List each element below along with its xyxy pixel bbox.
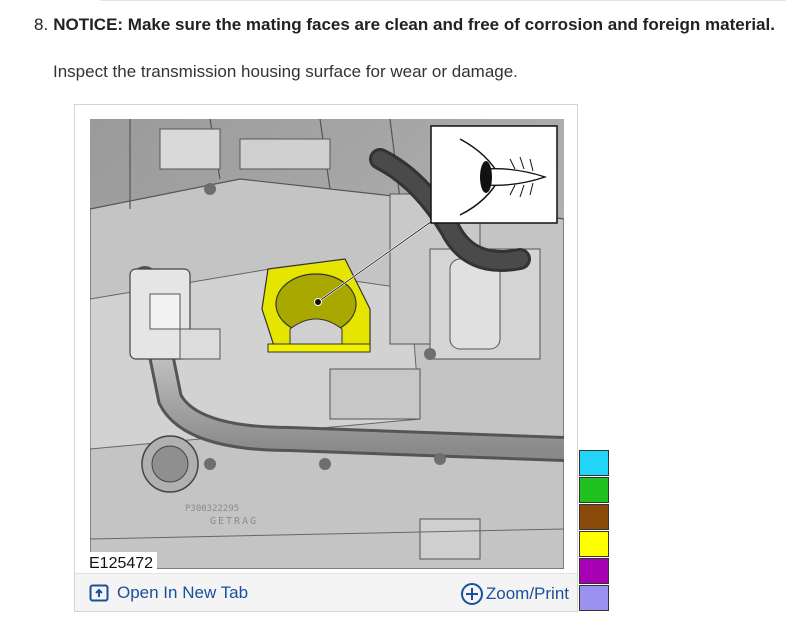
open-new-tab-link[interactable]: Open In New Tab: [89, 582, 248, 604]
color-swatch[interactable]: [579, 504, 609, 530]
notice-text: NOTICE: Make sure the mating faces are c…: [53, 15, 775, 34]
color-swatch[interactable]: [579, 558, 609, 584]
color-swatch[interactable]: [579, 531, 609, 557]
eye-inspect-icon: [430, 125, 558, 224]
zoom-print-link[interactable]: Zoom/Print: [460, 582, 569, 606]
step-instruction: Inspect the transmission housing surface…: [53, 62, 518, 81]
open-new-tab-label: Open In New Tab: [117, 583, 249, 602]
figure-card: P300322295 GETRAG E125472 Open In New Ta…: [74, 104, 578, 612]
casting-text-brand: GETRAG: [210, 516, 258, 527]
plus-circle-icon: [460, 583, 483, 605]
step-number: 8.: [34, 15, 49, 34]
figure-actions-bar: Open In New Tab Zoom/Print: [75, 573, 577, 611]
color-swatch-palette: [579, 450, 609, 612]
casting-text-part-number: P300322295: [185, 504, 239, 514]
top-divider: [100, 0, 786, 1]
color-swatch[interactable]: [579, 477, 609, 503]
figure-id-label: E125472: [85, 552, 158, 576]
color-swatch[interactable]: [579, 585, 609, 611]
step-heading: 8.NOTICE: Make sure the mating faces are…: [34, 14, 775, 36]
open-new-tab-icon: [89, 584, 109, 602]
color-swatch[interactable]: [579, 450, 609, 476]
zoom-print-label: Zoom/Print: [485, 584, 569, 603]
transmission-illustration[interactable]: P300322295 GETRAG: [90, 119, 564, 569]
